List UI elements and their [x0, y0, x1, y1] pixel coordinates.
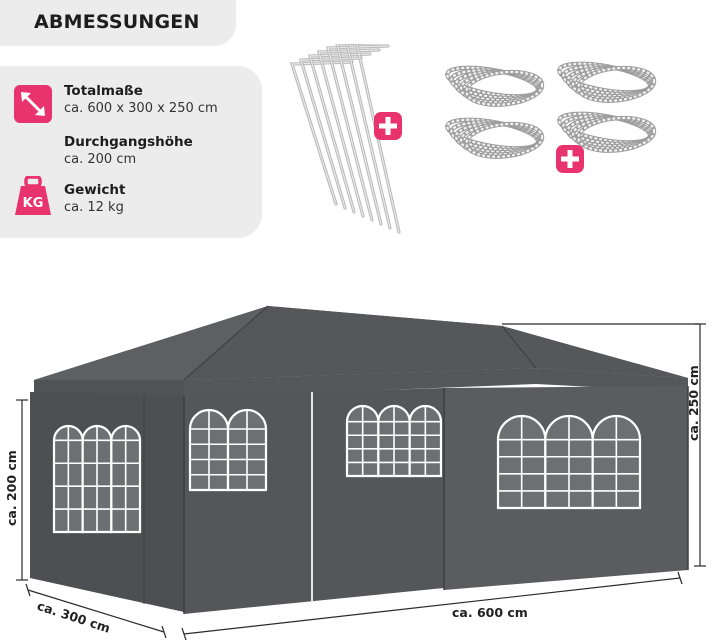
- spec-total-size: Totalmaße ca. 600 x 300 x 250 cm: [64, 83, 218, 117]
- dimension-width: ca. 600 cm: [452, 605, 528, 620]
- rope-coil: [557, 61, 657, 103]
- spec-value: ca. 600 x 300 x 250 cm: [64, 101, 218, 116]
- gazebo-illustration: [16, 305, 706, 640]
- ground-peg-icon: [289, 44, 402, 234]
- tent-window: [188, 408, 268, 492]
- spec-value: ca. 12 kg: [64, 200, 124, 215]
- spec-label: Gewicht: [64, 182, 126, 198]
- dimension-height-passage: ca. 200 cm: [4, 450, 19, 526]
- page-title: ABMESSUNGEN: [34, 11, 200, 33]
- guy-rope-icon: [445, 61, 657, 173]
- spec-value: ca. 200 cm: [64, 152, 137, 167]
- peg-highlight: [356, 44, 400, 233]
- peg-highlight: [346, 44, 391, 229]
- tent-window: [345, 404, 443, 478]
- spec-label: Totalmaße: [64, 83, 143, 99]
- spec-label: Durchgangshöhe: [64, 134, 193, 150]
- rope-coil: [445, 117, 545, 159]
- spec-passage-height: Durchgangshöhe ca. 200 cm: [64, 134, 193, 168]
- tent-window: [496, 414, 642, 510]
- tent-window: [52, 424, 142, 534]
- dimension-height-total: ca. 250 cm: [686, 365, 701, 441]
- diagonal-arrow-icon: [14, 85, 52, 123]
- spec-weight: Gewicht ca. 12 kg: [64, 182, 125, 216]
- plus-icon: [556, 145, 584, 173]
- header-tab: ABMESSUNGEN: [0, 0, 236, 46]
- specs-panel: Totalmaße ca. 600 x 300 x 250 cm Durchga…: [0, 66, 262, 238]
- kg-weight-icon: KG: [14, 176, 52, 216]
- weight-icon-text: KG: [23, 196, 44, 211]
- plus-icon: [374, 112, 402, 140]
- rope-coil: [557, 111, 657, 153]
- peg-highlight: [327, 45, 389, 221]
- peg-highlight: [336, 44, 382, 225]
- rope-coil: [445, 65, 545, 107]
